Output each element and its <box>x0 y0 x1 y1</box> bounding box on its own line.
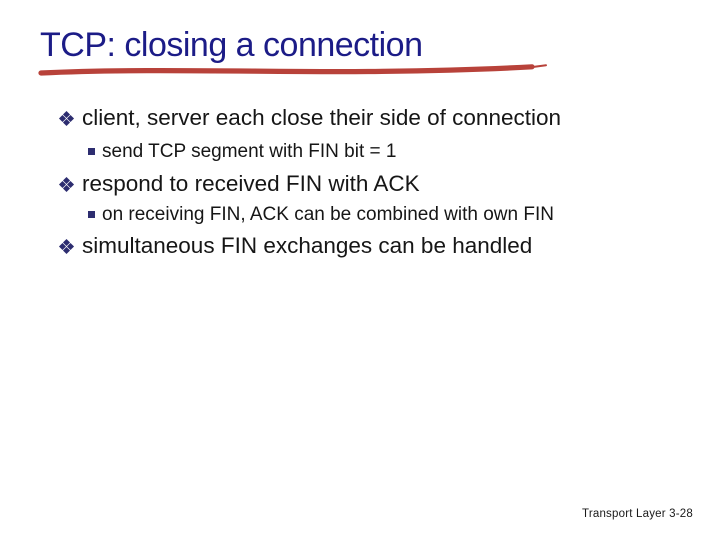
sub-bullet-item-2: on receiving FIN, ACK can be combined wi… <box>58 202 695 228</box>
diamond-bullet-icon <box>58 176 75 193</box>
bullet-list: client, server each close their side of … <box>58 104 695 260</box>
diamond-bullet-icon <box>58 238 75 255</box>
sub-bullet-text: send TCP segment with FIN bit = 1 <box>102 141 397 162</box>
square-bullet-icon <box>88 211 95 218</box>
bullet-text: client, server each close their side of … <box>82 105 562 130</box>
title-underline-marker-stroke <box>38 64 547 76</box>
square-bullet-icon <box>88 148 95 155</box>
bullet-item-2: respond to received FIN with ACK <box>58 170 695 198</box>
slide-footer-page-label: Transport Layer 3-28 <box>582 508 693 520</box>
sub-bullet-text: on receiving FIN, ACK can be combined wi… <box>102 204 554 225</box>
bullet-text: simultaneous FIN exchanges can be handle… <box>82 233 533 258</box>
diamond-bullet-icon <box>58 110 75 127</box>
slide-title: TCP: closing a connection <box>40 26 423 64</box>
sub-bullet-item-1: send TCP segment with FIN bit = 1 <box>58 139 695 165</box>
bullet-item-3: simultaneous FIN exchanges can be handle… <box>58 232 695 260</box>
bullet-item-1: client, server each close their side of … <box>58 104 695 132</box>
bullet-text: respond to received FIN with ACK <box>82 171 420 196</box>
